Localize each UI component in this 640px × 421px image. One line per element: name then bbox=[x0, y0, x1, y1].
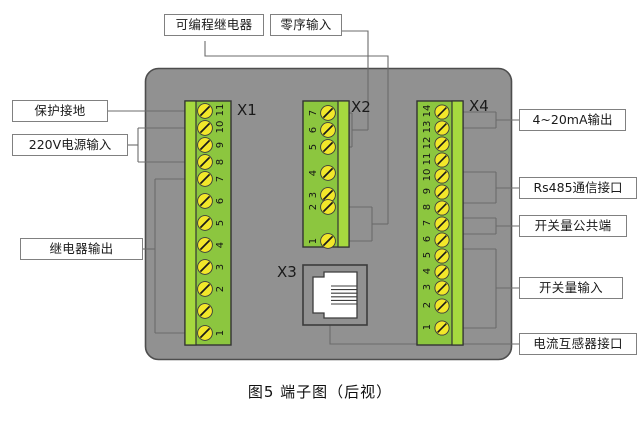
label-rs485-interface[interactable]: Rs485通信接口 bbox=[519, 177, 637, 199]
leader-programmable-relay bbox=[204, 41, 389, 224]
x4-terminal-number: 5 bbox=[422, 251, 433, 259]
x2-rail bbox=[337, 100, 350, 248]
x4-terminal-number: 6 bbox=[422, 235, 433, 243]
connector-label-x4: X4 bbox=[469, 97, 489, 115]
connector-x3 bbox=[302, 264, 368, 326]
label-protective-earth[interactable]: 保护接地 bbox=[12, 100, 108, 122]
x2-terminal-number: 7 bbox=[308, 109, 319, 117]
x3-socket-opening bbox=[312, 271, 358, 319]
label-digital-input-common[interactable]: 开关量公共端 bbox=[519, 215, 627, 237]
x1-terminal-number: 8 bbox=[215, 158, 226, 166]
connector-label-x2: X2 bbox=[351, 98, 371, 116]
label-digital-input[interactable]: 开关量输入 bbox=[519, 277, 623, 299]
label-analog-output-4-20ma[interactable]: 4~20mA输出 bbox=[519, 109, 626, 131]
x1-terminal-number: 1 bbox=[215, 329, 226, 337]
x4-terminal-number: 13 bbox=[422, 120, 433, 134]
x4-terminal-number: 8 bbox=[422, 203, 433, 211]
x4-screws bbox=[434, 104, 450, 336]
x2-terminal-number: 2 bbox=[308, 203, 319, 211]
leader-lines-left bbox=[108, 110, 196, 334]
x4-rail bbox=[451, 100, 464, 346]
x1-terminal-number: 10 bbox=[215, 120, 226, 134]
x3-contacts bbox=[331, 285, 357, 305]
x4-terminal-number: 12 bbox=[422, 136, 433, 150]
connector-x2 bbox=[302, 100, 350, 249]
x1-terminal-number: 9 bbox=[215, 141, 226, 149]
x4-terminal-number: 1 bbox=[422, 323, 433, 331]
x4-terminal-number: 2 bbox=[422, 301, 433, 309]
x2-terminal-number: 4 bbox=[308, 169, 319, 177]
connector-x1 bbox=[184, 100, 232, 346]
x1-terminal-number: 11 bbox=[215, 103, 226, 117]
leader-lines-top bbox=[204, 30, 389, 242]
x1-terminal-number: 3 bbox=[215, 263, 226, 271]
x2-screws bbox=[320, 105, 336, 249]
label-power-input-220v[interactable]: 220V电源输入 bbox=[12, 134, 128, 156]
x4-terminal-number: 14 bbox=[422, 104, 433, 118]
figure-caption: 图5 端子图（后视） bbox=[247, 383, 393, 401]
x1-rail bbox=[184, 100, 197, 346]
x1-terminal-number: 2 bbox=[215, 285, 226, 293]
x4-terminal-number: 4 bbox=[422, 267, 433, 275]
label-relay-output[interactable]: 继电器输出 bbox=[20, 238, 143, 260]
x2-terminal-number: 1 bbox=[308, 237, 319, 245]
connector-label-x1: X1 bbox=[237, 101, 257, 119]
x2-terminal-number: 6 bbox=[308, 126, 319, 134]
x4-terminal-number: 3 bbox=[422, 283, 433, 291]
x1-terminal-number: 5 bbox=[215, 219, 226, 227]
x1-terminal-number: 7 bbox=[215, 175, 226, 183]
label-ct-interface[interactable]: 电流互感器接口 bbox=[519, 333, 637, 355]
label-programmable-relay[interactable]: 可编程继电器 bbox=[164, 14, 264, 36]
connector-label-x3: X3 bbox=[277, 263, 297, 281]
connector-x4 bbox=[416, 100, 464, 346]
x1-terminal-number: 6 bbox=[215, 197, 226, 205]
x4-terminal-number: 9 bbox=[422, 187, 433, 195]
x4-terminal-number: 11 bbox=[422, 152, 433, 166]
x1-screws bbox=[197, 103, 213, 341]
x1-terminal-number: 4 bbox=[215, 241, 226, 249]
label-zero-sequence-input[interactable]: 零序输入 bbox=[270, 14, 342, 36]
x4-terminal-number: 7 bbox=[422, 219, 433, 227]
x4-terminal-number: 10 bbox=[422, 168, 433, 182]
x2-terminal-number: 5 bbox=[308, 143, 319, 151]
